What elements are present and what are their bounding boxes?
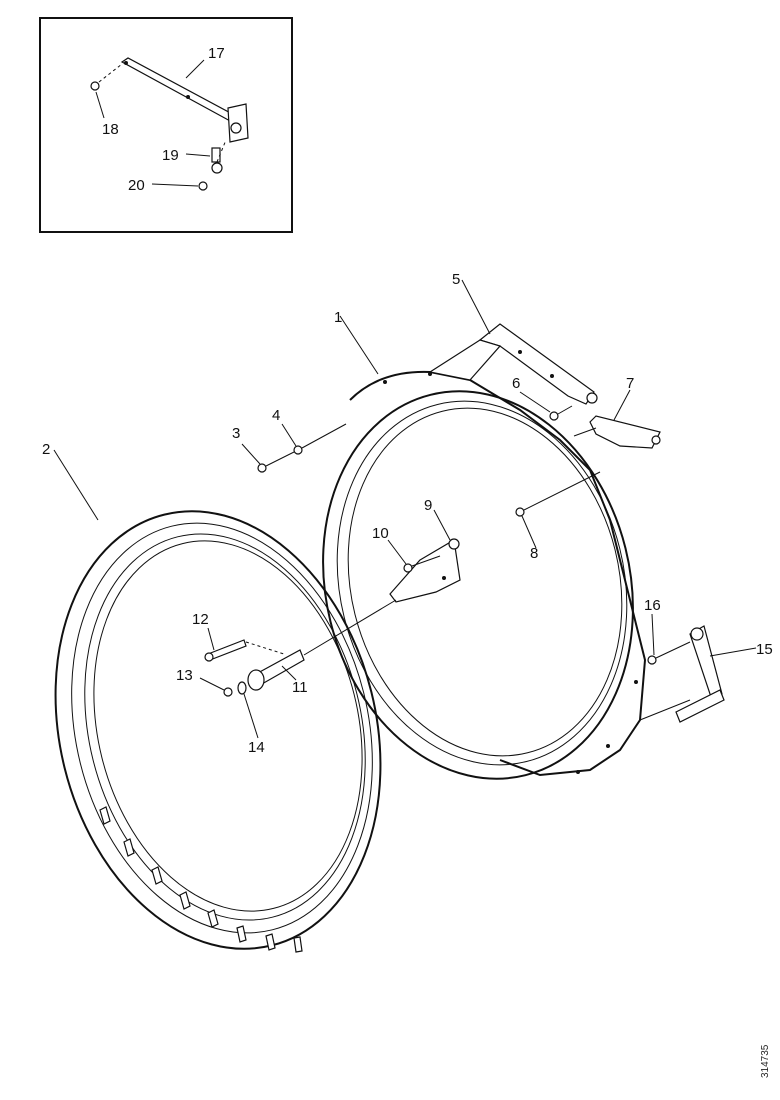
part-13-nut bbox=[223, 687, 233, 697]
callout-13: 13 bbox=[176, 667, 193, 684]
callout-3: 3 bbox=[232, 425, 240, 442]
callout-17: 17 bbox=[208, 45, 225, 62]
part-18-bolt bbox=[90, 63, 123, 91]
callout-8: 8 bbox=[530, 545, 538, 562]
callouts: 1 2 3 4 5 6 7 8 9 10 11 12 13 14 15 16 bbox=[42, 271, 773, 756]
ring-tabs bbox=[99, 806, 303, 953]
part-4-washer bbox=[265, 423, 347, 467]
callout-7: 7 bbox=[626, 375, 634, 392]
callout-1: 1 bbox=[334, 309, 342, 326]
reference-code: 314735 bbox=[760, 1044, 771, 1078]
part-10-bolt bbox=[403, 555, 441, 573]
callout-16: 16 bbox=[644, 597, 661, 614]
part-11-hinge-pin bbox=[247, 599, 397, 691]
part-5-upper-bracket bbox=[428, 323, 598, 405]
callout-5: 5 bbox=[452, 271, 460, 288]
callout-9: 9 bbox=[424, 497, 432, 514]
callout-6: 6 bbox=[512, 375, 520, 392]
detail-inset: 17 18 19 20 bbox=[39, 17, 293, 233]
callout-19: 19 bbox=[162, 147, 179, 164]
part-15-lower-bracket bbox=[639, 625, 725, 723]
callout-11: 11 bbox=[292, 679, 308, 696]
callout-12: 12 bbox=[192, 611, 209, 628]
part-7-side-bracket bbox=[573, 415, 661, 449]
callout-2: 2 bbox=[42, 441, 50, 458]
part-16-bolt bbox=[647, 641, 691, 665]
part-17-bracket-bar bbox=[120, 57, 249, 143]
part-6-bolt bbox=[549, 405, 573, 421]
part-14-washer bbox=[237, 681, 247, 695]
part-9-hinge-plate bbox=[389, 538, 461, 603]
callout-14: 14 bbox=[248, 739, 265, 756]
callout-20: 20 bbox=[128, 177, 145, 194]
callout-4: 4 bbox=[272, 407, 280, 424]
part-2-front-ring bbox=[54, 510, 382, 953]
part-12-screw bbox=[204, 639, 285, 662]
callout-18: 18 bbox=[102, 121, 119, 138]
leader-lines bbox=[53, 279, 757, 739]
callout-15: 15 bbox=[756, 641, 773, 658]
part-20-nut bbox=[151, 139, 227, 191]
part-8-bolt bbox=[515, 471, 601, 517]
callout-10: 10 bbox=[372, 525, 389, 542]
part-3-bolt bbox=[257, 463, 267, 473]
